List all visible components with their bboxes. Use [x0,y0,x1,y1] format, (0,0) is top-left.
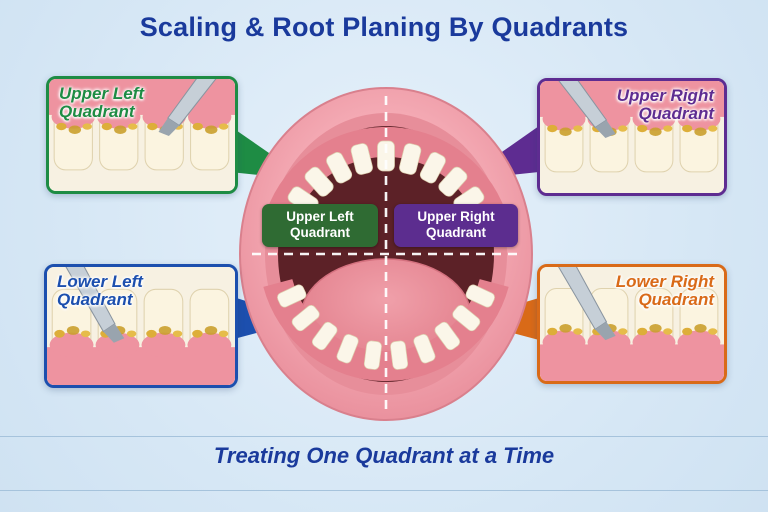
panel-label-upper-left: Upper Left Quadrant [59,84,144,122]
mouth-illustration: Upper Left Quadrant Upper Right Quadrant [236,84,536,424]
teeth-closeup-upper-right [540,81,724,193]
divider-bottom [0,490,768,491]
teeth-closeup-lower-right [540,267,724,381]
panel-lower-right: Lower Right Quadrant [537,264,727,384]
panel-label-lower-left: Lower Left Quadrant [57,272,143,310]
panel-upper-left: Upper Left Quadrant [46,76,238,194]
divider-top [0,436,768,437]
mouth-label-upper-right: Upper Right Quadrant [394,204,518,247]
teeth-closeup-upper-left [49,79,235,191]
mouth-graphic [239,87,533,421]
panel-label-lower-right: Lower Right Quadrant [615,272,714,310]
page-title: Scaling & Root Planing By Quadrants [139,12,629,42]
mouth-label-upper-left: Upper Left Quadrant [262,204,378,247]
teeth-closeup-lower-left [47,267,235,385]
panel-upper-right: Upper Right Quadrant [537,78,727,196]
panel-label-upper-right: Upper Right Quadrant [616,86,714,124]
caption: Treating One Quadrant at a Time [213,443,555,468]
panel-lower-left: Lower Left Quadrant [44,264,238,388]
